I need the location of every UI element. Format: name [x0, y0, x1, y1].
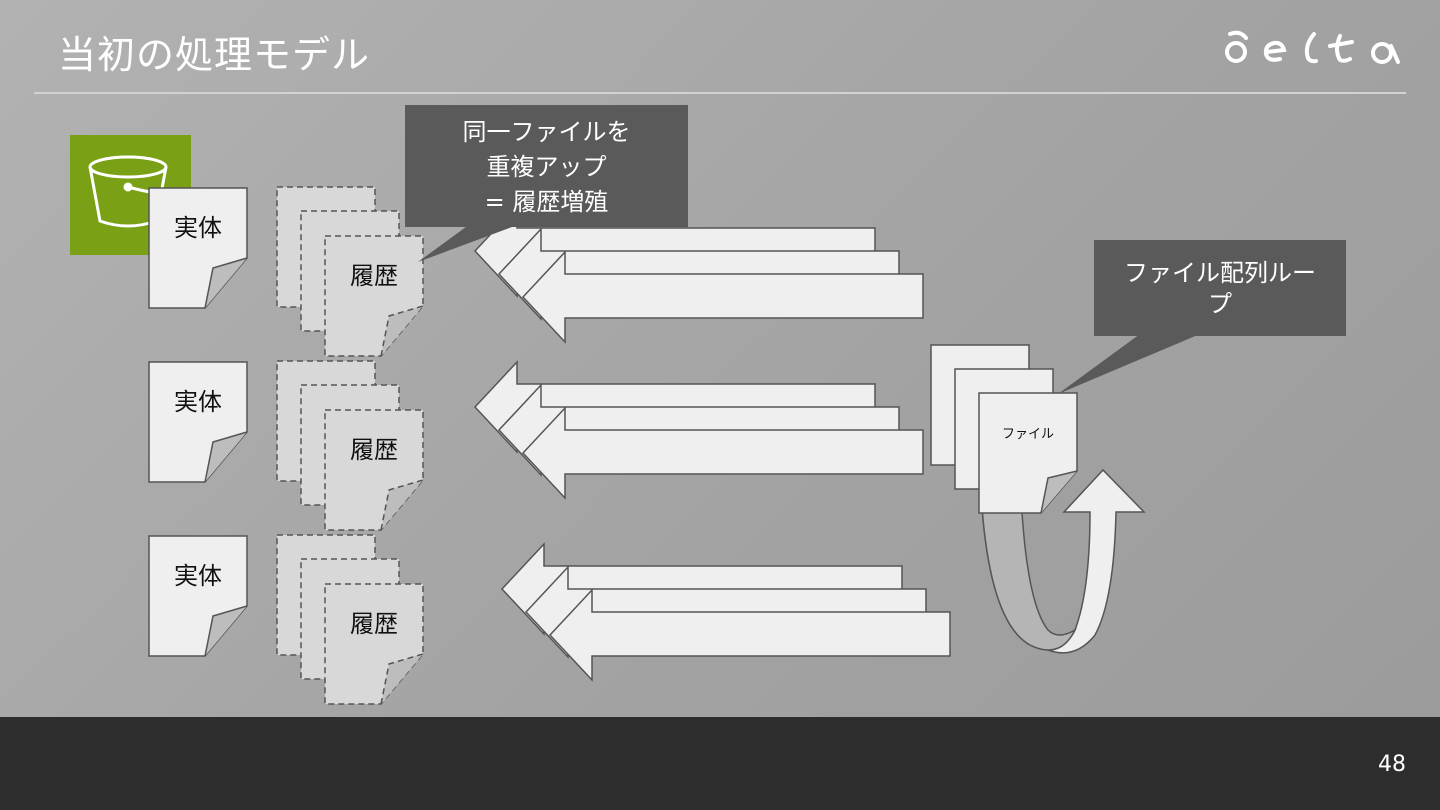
callout-line: = 履歴増殖: [484, 188, 609, 216]
callout-tail: [1058, 334, 1200, 394]
history-label: 履歴: [350, 262, 398, 290]
loop-arrow: [979, 468, 1146, 654]
entity-document: [148, 535, 248, 657]
file-label: ファイル: [1002, 427, 1054, 442]
file-array-loop-callout: ファイル配列ルー プ: [1094, 240, 1346, 336]
duplicate-upload-callout: 同一ファイルを 重複アップ = 履歴増殖: [405, 105, 688, 227]
entity-label: 実体: [174, 214, 222, 242]
callout-tail: [418, 224, 520, 262]
entity-document: [148, 187, 248, 309]
entity-label: 実体: [174, 388, 222, 416]
callout-line: 同一ファイルを: [462, 118, 631, 146]
history-label: 履歴: [350, 436, 398, 464]
slide-title: 当初の処理モデル: [58, 33, 371, 77]
history-document: [324, 409, 424, 531]
callout-line: ファイル配列ルー: [1124, 259, 1316, 287]
title-divider: [34, 92, 1406, 94]
history-document: [324, 235, 424, 357]
file-document: [978, 392, 1078, 514]
callout-line: 重複アップ: [486, 153, 607, 181]
entity-label: 実体: [174, 562, 222, 590]
group-1: 実体 履歴: [148, 186, 924, 357]
footer-bar: [0, 717, 1440, 810]
group-3: 実体 履歴: [148, 534, 951, 705]
delta-logo: [1225, 30, 1400, 64]
page-number: 48: [1378, 752, 1406, 777]
history-document: [324, 583, 424, 705]
group-2: 実体 履歴: [148, 360, 924, 531]
callout-line: プ: [1208, 290, 1232, 318]
file-stack: ファイル: [930, 344, 1146, 654]
entity-document: [148, 361, 248, 483]
history-label: 履歴: [350, 610, 398, 638]
